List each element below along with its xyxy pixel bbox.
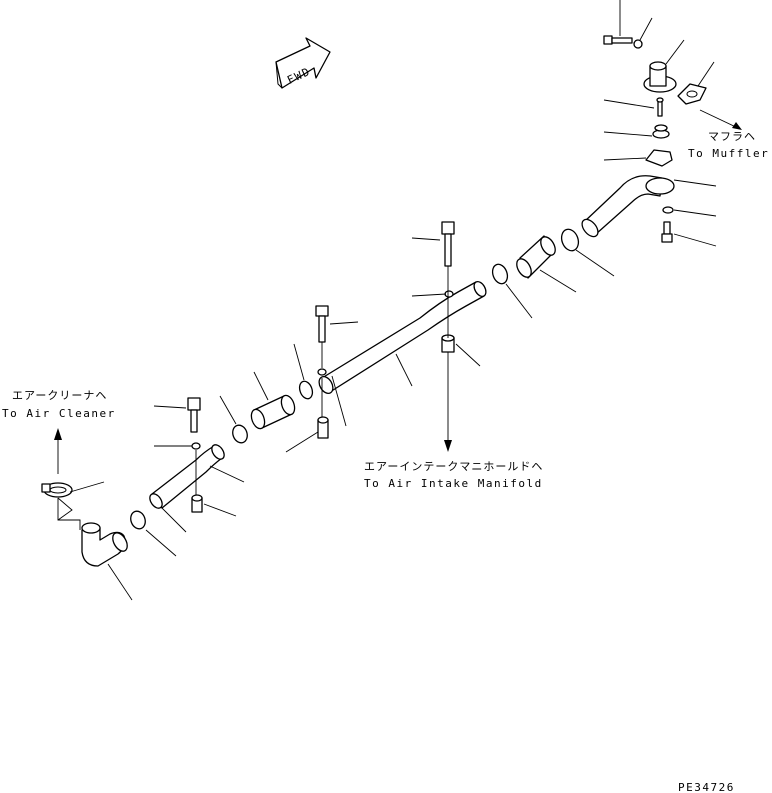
manifold-label-en: To Air Intake Manifold [364,477,543,490]
pipe-spacer-right [441,334,481,367]
air-cleaner-label-jp: エアークリーナヘ [12,389,107,402]
clamp-3 [293,343,314,400]
figure-code: PE34726 [678,781,735,793]
exhaust-pipe [581,175,717,238]
muffler-label-en: To Muffler [688,147,769,160]
hose-2 [250,371,296,430]
short-pipe-bolt [153,397,201,433]
bushing [603,124,670,139]
flange-gasket [677,61,715,105]
short-pipe-spacer [191,494,237,517]
hose-1 [516,235,577,293]
to-manifold-arrow [444,266,452,452]
fwd-arrow: FWD [275,37,331,89]
manifold-label-jp: エアーインテークマニホールドヘ [364,460,543,473]
clamp-2 [491,263,533,319]
pipe-bolt [661,221,717,247]
exhaust-elbow-fitting [643,39,685,93]
pipe-nut [662,206,717,217]
clamp-1 [560,228,615,277]
top-washer [633,17,653,49]
air-cleaner-label-en: To Air Cleaner [2,407,116,420]
short-pipe-tab [154,442,201,496]
pipe-bracket-left-bolt [315,305,359,343]
lower-gasket [603,149,673,167]
clamp-4 [219,395,248,444]
clamp-5 [130,507,187,557]
stud-bolt [603,97,664,117]
pipe-bracket-left-tab [317,342,347,427]
to-air-cleaner-arrow [54,428,62,474]
pipe-bracket-top-tab [411,290,454,298]
pipe-spacer-left [285,416,329,453]
top-bolt [603,0,633,45]
elbow-hose [81,522,133,601]
intake-pipe-short [149,444,245,509]
pipe-bracket-top-bolt [411,221,455,267]
to-muffler-arrow [699,109,742,130]
intake-pipe-main [318,280,487,395]
air-cleaner-clamp [41,481,105,530]
muffler-label-jp: マフラヘ [708,130,756,143]
